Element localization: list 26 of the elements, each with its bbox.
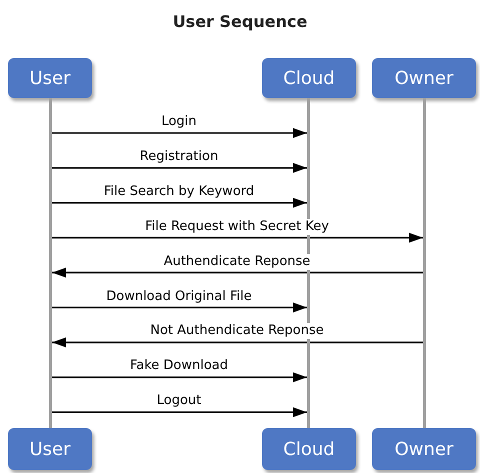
participant-label: User <box>29 438 71 462</box>
message-arrow <box>52 268 423 278</box>
message-arrow <box>52 407 307 418</box>
lifeline <box>423 98 426 428</box>
message-arrow <box>52 128 307 138</box>
diagram-title: User Sequence <box>172 11 308 33</box>
participant-label: Owner <box>394 66 454 90</box>
message-arrow <box>52 198 307 208</box>
edge-label: Authendicate Reponse <box>162 254 312 270</box>
participant-box <box>372 428 476 470</box>
edge-label: File Request with Secret Key <box>143 218 331 235</box>
participant-box <box>262 428 356 470</box>
message-arrow <box>52 302 307 312</box>
participant-label: Cloud <box>283 438 335 462</box>
participant-label: Owner <box>394 438 454 462</box>
message-arrow <box>52 337 423 348</box>
message-arrow <box>52 372 307 382</box>
participant-label: Cloud <box>283 66 335 90</box>
participant-box <box>372 58 476 98</box>
message-arrow <box>52 162 307 173</box>
participant-label: User <box>29 66 71 90</box>
participant-box <box>8 428 92 470</box>
message-arrow <box>52 232 423 243</box>
lifeline <box>49 98 52 428</box>
participant-box <box>8 58 92 98</box>
participant-box <box>262 58 356 98</box>
